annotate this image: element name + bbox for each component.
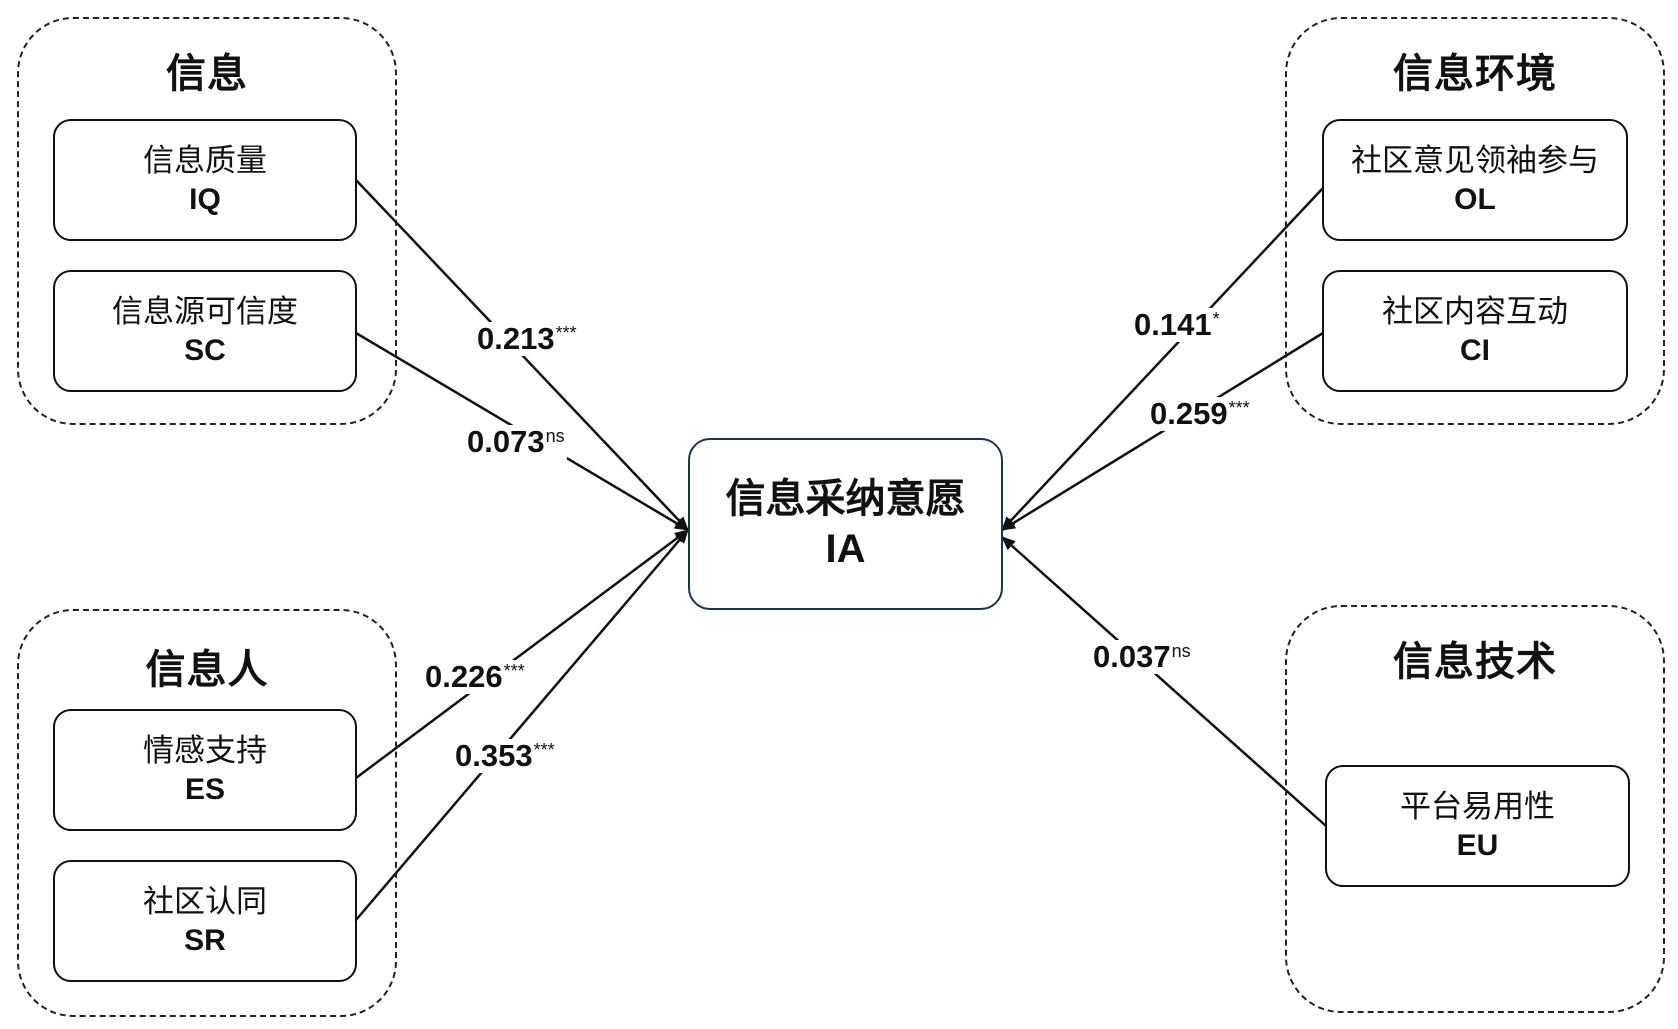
coef-sr: 0.353*** [453, 738, 557, 774]
path-ol-arrow [1001, 187, 1324, 531]
group-info-title: 信息 [166, 51, 248, 97]
node-es-label: 情感支持 [143, 732, 267, 769]
node-ci-abbr: CI [1460, 333, 1490, 367]
node-ia: 信息采纳意愿 IA [688, 438, 1003, 610]
coef-sc: 0.073ns [465, 424, 567, 460]
coef-iq-value: 0.213 [477, 321, 555, 356]
coef-ci-value: 0.259 [1150, 396, 1228, 431]
node-ia-abbr: IA [825, 527, 866, 571]
path-sr-arrow [355, 529, 689, 921]
group-person-title: 信息人 [145, 647, 269, 693]
path-es-arrow [355, 528, 689, 780]
coef-ol: 0.141* [1132, 307, 1222, 343]
node-iq-label: 信息质量 [143, 142, 267, 179]
coef-ci-sig: *** [1228, 398, 1250, 418]
group-info: 信息 [17, 17, 397, 425]
node-sc-label: 信息源可信度 [112, 293, 298, 330]
node-sr: 社区认同 SR [53, 860, 357, 982]
node-iq-abbr: IQ [189, 182, 221, 216]
group-environment: 信息环境 [1285, 17, 1665, 425]
node-es-abbr: ES [184, 772, 226, 806]
group-person: 信息人 [17, 609, 397, 1017]
node-eu-abbr: EU [1456, 828, 1499, 862]
coef-eu-value: 0.037 [1093, 639, 1171, 674]
path-eu-arrow [1001, 536, 1327, 827]
group-technology-title: 信息技术 [1393, 639, 1557, 685]
coef-sr-sig: *** [533, 740, 555, 760]
node-sr-label: 社区认同 [143, 883, 267, 920]
group-technology: 信息技术 [1285, 605, 1665, 1013]
node-sc-abbr: SC [184, 333, 226, 367]
coef-sr-value: 0.353 [455, 738, 533, 773]
node-eu-label: 平台易用性 [1400, 788, 1555, 825]
coef-iq: 0.213*** [475, 321, 579, 357]
coef-iq-sig: *** [555, 323, 577, 343]
node-sr-abbr: SR [184, 923, 226, 957]
coef-ci: 0.259*** [1148, 396, 1252, 432]
node-iq: 信息质量 IQ [53, 119, 357, 241]
node-ol-label: 社区意见领袖参与 [1351, 142, 1599, 179]
coef-sc-value: 0.073 [467, 424, 545, 459]
coef-eu: 0.037ns [1091, 639, 1193, 675]
coef-es-value: 0.226 [425, 659, 503, 694]
node-ol: 社区意见领袖参与 OL [1322, 119, 1628, 241]
coef-eu-sig: ns [1171, 641, 1191, 661]
coef-es-sig: *** [503, 661, 525, 681]
coef-ol-value: 0.141 [1134, 307, 1212, 342]
node-sc: 信息源可信度 SC [53, 270, 357, 392]
node-ci: 社区内容互动 CI [1322, 270, 1628, 392]
coef-sc-sig: ns [545, 426, 565, 446]
coef-es: 0.226*** [423, 659, 527, 695]
node-es: 情感支持 ES [53, 709, 357, 831]
node-ol-abbr: OL [1454, 182, 1496, 216]
coef-ol-sig: * [1212, 309, 1220, 329]
path-ci-arrow [1001, 331, 1324, 532]
group-environment-title: 信息环境 [1393, 51, 1557, 97]
node-ci-label: 社区内容互动 [1382, 293, 1568, 330]
node-ia-label: 信息采纳意愿 [725, 476, 966, 522]
node-eu: 平台易用性 EU [1325, 765, 1630, 887]
